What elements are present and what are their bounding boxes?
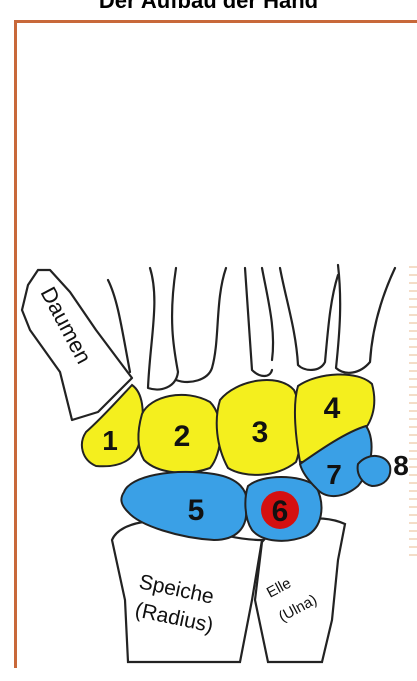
bone-8-label: 8 — [393, 450, 409, 481]
metacarpal-little — [336, 265, 395, 373]
bone-2-label: 2 — [174, 420, 191, 453]
thumb-label: Daumen — [36, 283, 97, 368]
metacarpal-index — [108, 268, 178, 389]
bone-4-label: 4 — [324, 392, 341, 425]
metacarpal-ring — [262, 268, 338, 370]
metacarpal-middle — [176, 268, 272, 382]
bone-8-shape — [358, 456, 391, 486]
bone-3-label: 3 — [252, 416, 269, 449]
bone-7-label: 7 — [326, 459, 342, 490]
bone-6-label: 6 — [272, 495, 289, 528]
bone-5-label: 5 — [188, 494, 205, 527]
bone-1-label: 1 — [102, 425, 118, 456]
